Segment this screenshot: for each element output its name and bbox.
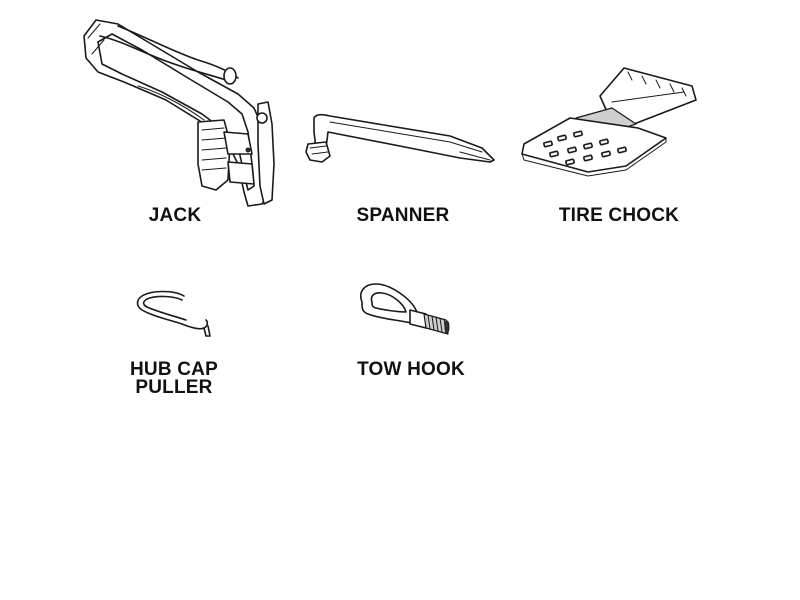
tow-hook-icon — [360, 283, 450, 335]
tool-label: HUB CAP — [130, 359, 218, 380]
tool-label: TOW HOOK — [357, 359, 465, 380]
jack-icon — [83, 19, 275, 207]
tool-label: JACK — [148, 205, 202, 226]
spanner-icon — [305, 113, 495, 163]
tire-chock-icon — [521, 67, 697, 177]
tool-label: TIRE CHOCK — [558, 205, 680, 226]
hub-cap-puller-icon — [136, 290, 211, 337]
tool-label: SPANNER — [356, 205, 450, 226]
tool-label: PULLER — [135, 377, 213, 398]
